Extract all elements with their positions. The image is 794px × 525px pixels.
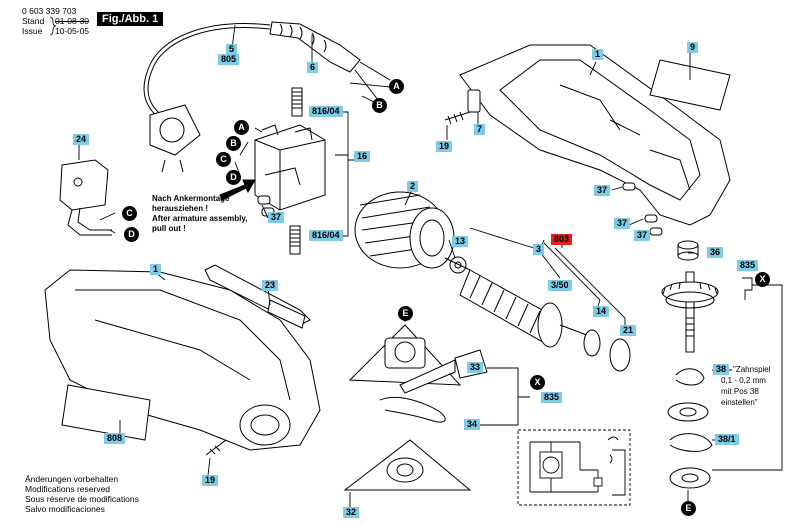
switch-housing: [254, 124, 326, 211]
callout-835-right: 835: [737, 260, 759, 271]
callout-37-b: 37: [614, 218, 631, 229]
backlash-note-4: einstellen": [721, 398, 758, 407]
marker-a-cable: A: [389, 79, 404, 94]
callout-803: 803: [551, 234, 573, 245]
armature-note-de-2: herausziehen !: [152, 204, 209, 213]
callout-805: 805: [218, 54, 240, 65]
power-cable: [143, 23, 271, 123]
marker-b-switch: B: [226, 136, 241, 151]
marker-b-cable: B: [372, 98, 387, 113]
marker-d-capacitor: D: [124, 227, 139, 242]
label-plate: [649, 59, 731, 111]
footer-line-en: Modifications reserved: [25, 484, 111, 494]
callout-816-top: 816/04: [309, 106, 343, 117]
callout-808: 808: [104, 433, 126, 444]
callout-3-50: 3/50: [548, 280, 572, 291]
marker-e-gear: E: [681, 501, 696, 516]
interference-capacitor: [59, 159, 109, 211]
cable-sleeve: [269, 21, 361, 73]
callout-16: 16: [354, 151, 371, 162]
callout-7: 7: [474, 124, 486, 135]
marker-x-right: X: [755, 272, 770, 287]
stand-label: Stand: [22, 16, 45, 26]
callout-19-bottom: 19: [202, 475, 219, 486]
callout-38: 38: [713, 364, 730, 375]
marker-d-switch: D: [226, 170, 241, 185]
sanding-base: [348, 324, 462, 394]
issue-value: 10-05-05: [55, 26, 90, 36]
callout-14: 14: [593, 306, 610, 317]
callout-2: 2: [407, 181, 419, 192]
callout-1-bottom: 1: [150, 264, 162, 275]
marker-a-switch: A: [234, 120, 249, 135]
marker-x-mid: X: [530, 375, 545, 390]
motor-housing-bottom: [44, 269, 321, 451]
armature-note-en: After armature assembly,: [152, 214, 248, 223]
armature-note-de: Nach Ankermontage: [152, 194, 230, 203]
marker-e-base: E: [398, 306, 413, 321]
callout-38-1: 38/1: [715, 434, 739, 445]
armature-note-en-2: pull out !: [152, 224, 186, 233]
callout-24: 24: [73, 134, 90, 145]
callout-32: 32: [343, 507, 360, 518]
name-plate: [61, 384, 151, 441]
spring-clip: [379, 396, 446, 423]
stand-value: 01-08-30: [55, 16, 90, 26]
footer-line-es: Salvo modificaciones: [25, 504, 105, 514]
callout-6: 6: [307, 62, 319, 73]
backlash-note-2: 0,1 - 0,2 mm: [721, 376, 766, 385]
callout-37-a: 37: [594, 185, 611, 196]
armature: [459, 269, 631, 372]
part-number: 0 603 339 703: [22, 6, 77, 16]
callout-37-c: 37: [634, 230, 651, 241]
callout-816-bottom: 816/04: [309, 230, 343, 241]
footer-line-fr: Sous réserve de modifications: [25, 494, 139, 504]
figure-label: Fig./Abb. 1: [97, 12, 164, 26]
callout-3: 3: [533, 244, 545, 255]
callout-23: 23: [262, 280, 279, 291]
callout-9: 9: [687, 42, 699, 53]
callout-5: 5: [226, 44, 238, 55]
backlash-note-1: "Zahnspiel: [733, 365, 771, 374]
issue-label: Issue: [22, 26, 43, 36]
callout-21: 21: [620, 325, 637, 336]
callout-36: 36: [707, 247, 724, 258]
callout-33: 33: [467, 362, 484, 373]
footer-line-de: Änderungen vorbehalten: [25, 474, 119, 484]
spindle-gear: [661, 271, 719, 353]
wiring-schematic: [517, 429, 631, 506]
backlash-note-3: mit Pos 38: [721, 387, 759, 396]
callout-835-mid: 835: [541, 392, 563, 403]
marker-c-switch: C: [216, 152, 231, 167]
callout-1-top: 1: [592, 49, 604, 60]
callout-19-top: 19: [436, 141, 453, 152]
callout-34: 34: [464, 419, 481, 430]
motor-housing-top: [459, 44, 731, 226]
field-coil: [354, 191, 455, 269]
footer-notice: Änderungen vorbehalten Modifications res…: [25, 474, 139, 514]
callout-13: 13: [452, 236, 469, 247]
marker-c-capacitor: C: [122, 206, 137, 221]
callout-37-switch: 37: [268, 212, 285, 223]
sanding-pad: [343, 439, 472, 491]
